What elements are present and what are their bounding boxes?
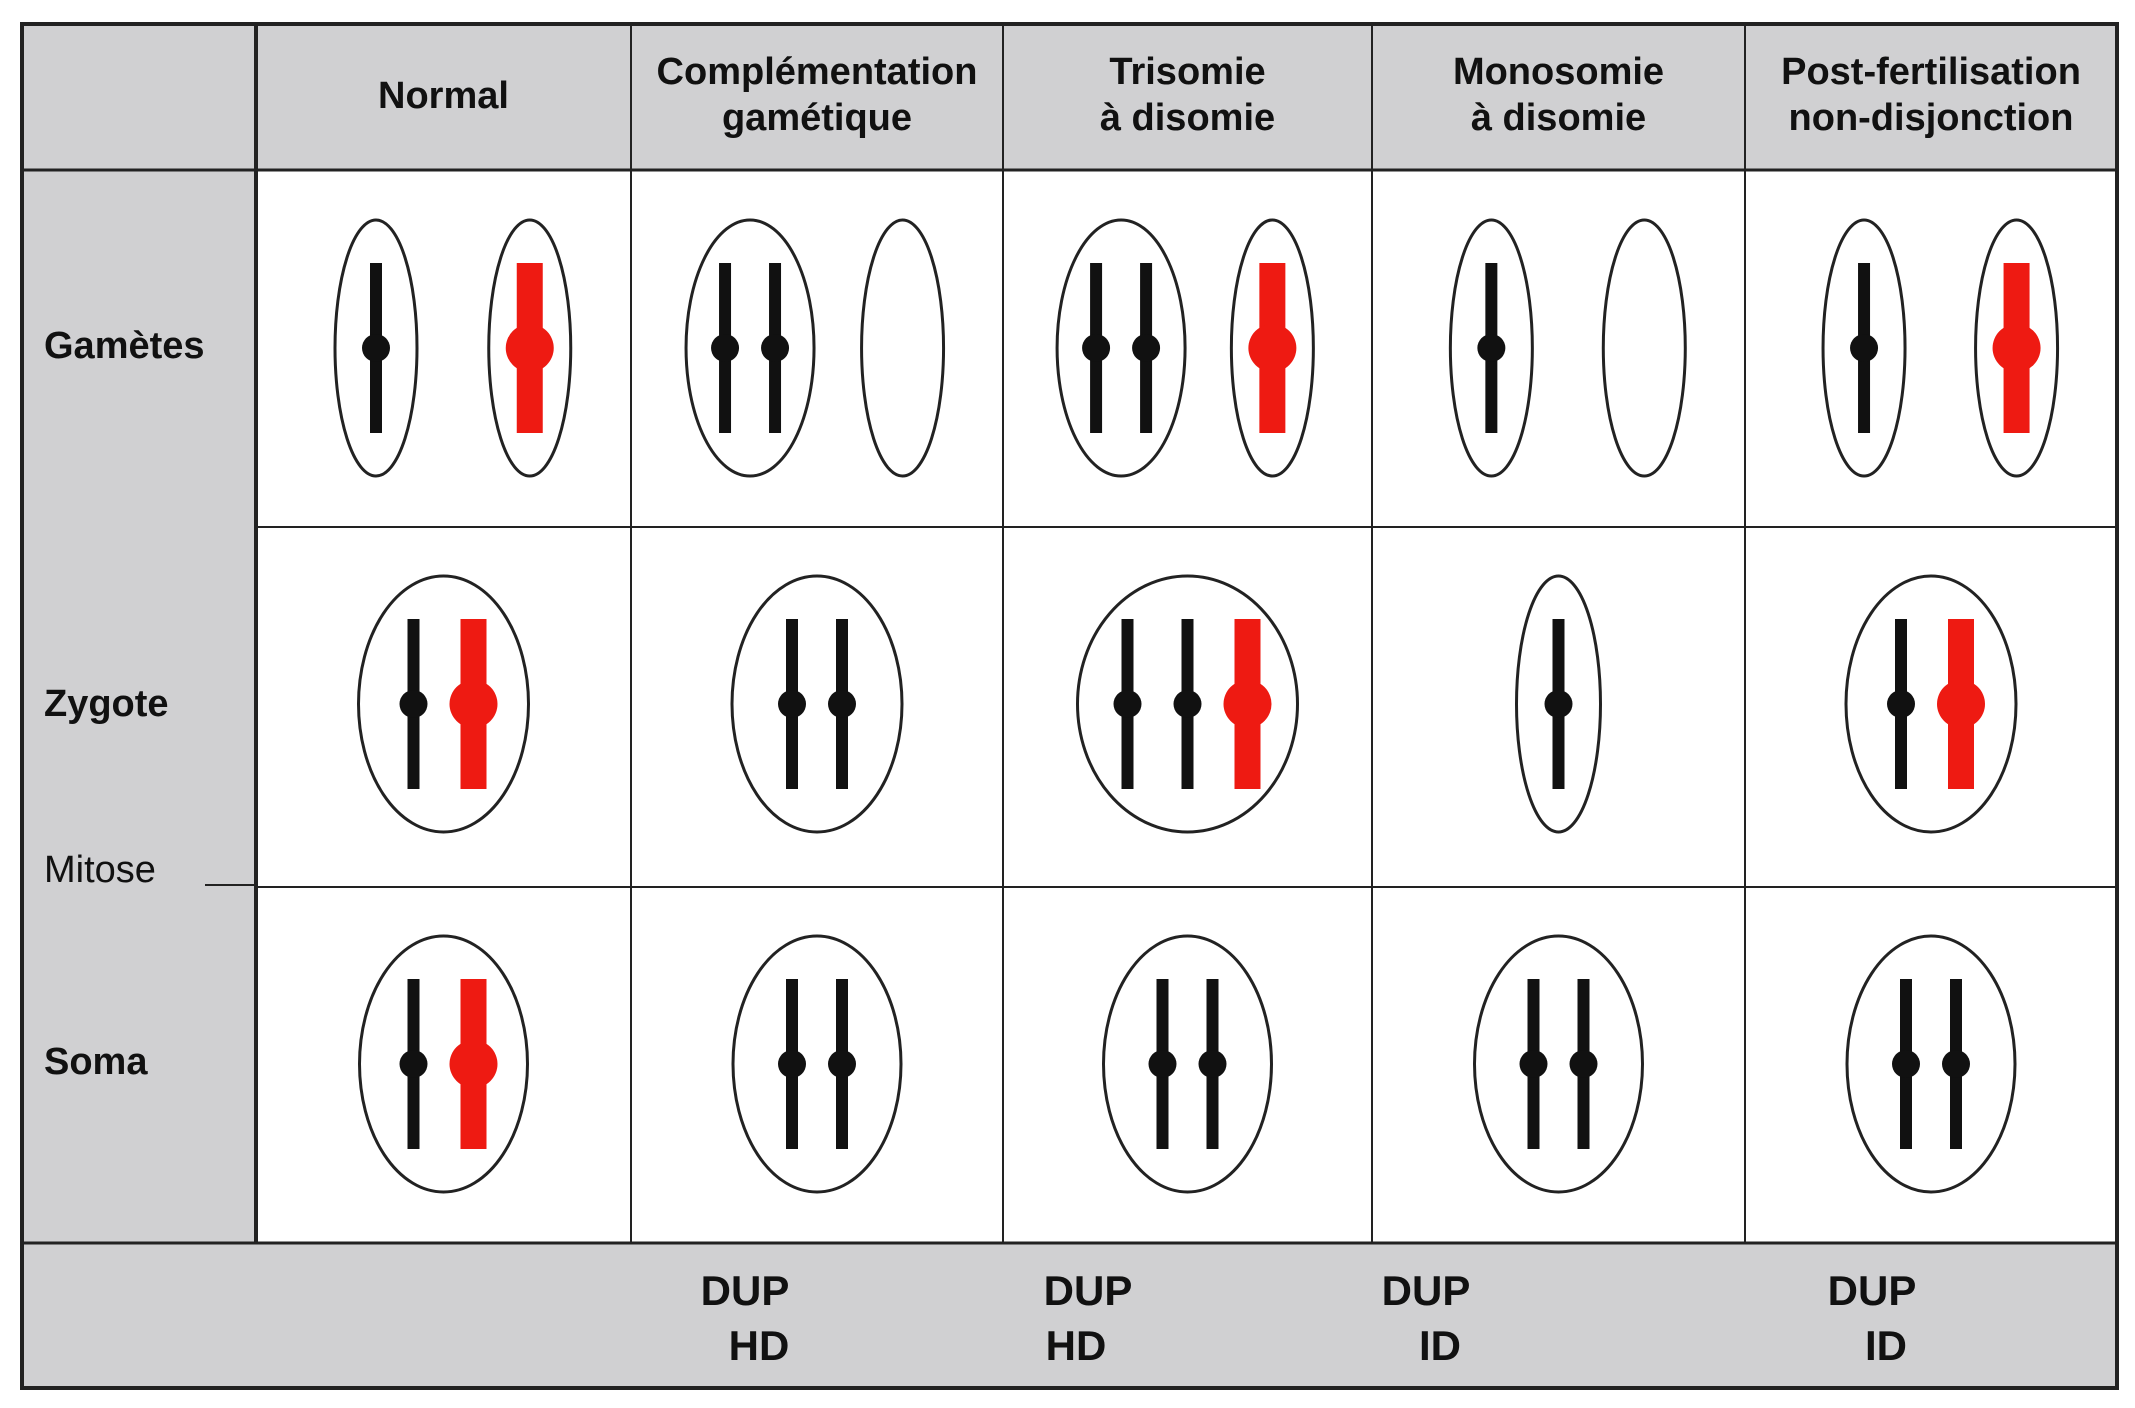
zygote-red-chromosome (1937, 619, 1985, 789)
zygote-monosomie (1515, 574, 1602, 834)
table-border (20, 22, 2119, 1390)
soma-cell (1473, 934, 1644, 1194)
gametes-complementation (684, 218, 946, 478)
footer-label-complementation: DUP (701, 1267, 790, 1314)
soma-monosomie (1473, 934, 1644, 1194)
zygote-red-chromosome (1223, 619, 1272, 789)
footer-sublabel-complementation: HD (729, 1322, 790, 1369)
footer-label-monosomie: DUP (1382, 1267, 1471, 1314)
gamete-red-chromosome (1992, 263, 2041, 433)
gamete-black-chromosome (362, 263, 390, 433)
zygote-black-chromosome (778, 619, 806, 789)
gamete-cell (860, 218, 946, 478)
zygote-cell (1076, 574, 1299, 834)
zygote-cell (1515, 574, 1602, 834)
gamete-cell (333, 218, 419, 478)
soma-cell (358, 934, 529, 1194)
gamete-cell (1974, 218, 2060, 478)
zygote-complementation (730, 574, 904, 834)
soma-red-chromosome (449, 979, 498, 1149)
footer-sublabel-post-fertilisation: ID (1865, 1322, 1907, 1369)
soma-black-chromosome (1892, 979, 1920, 1149)
soma-normal (358, 934, 529, 1194)
gamete-cell (487, 218, 573, 478)
footer-sublabel-trisomie: HD (1046, 1322, 1107, 1369)
column-header-monosomie: Monosomie (1453, 51, 1664, 93)
gametes-trisomie (1055, 218, 1315, 478)
row-label-soma: Soma (44, 1041, 148, 1083)
gametes-post-fertilisation (1821, 218, 2060, 478)
zygote-cell (357, 574, 530, 834)
soma-cell (1102, 934, 1273, 1194)
gamete-cell (1055, 218, 1187, 478)
zygote-black-chromosome (1887, 619, 1915, 789)
zygote-trisomie (1076, 574, 1299, 834)
gamete-cell (684, 218, 816, 478)
soma-black-chromosome (1198, 979, 1227, 1149)
gamete-black-chromosome (1850, 263, 1879, 433)
gamete-red-chromosome (505, 263, 554, 433)
zygote-normal (357, 574, 530, 834)
soma-black-chromosome (1519, 979, 1548, 1149)
zygote-red-chromosome (449, 619, 498, 789)
gamete-black-chromosome (1477, 263, 1506, 433)
row-label-mitose: Mitose (44, 849, 156, 891)
column-header-post-fertilisation: non-disjonction (1789, 97, 2074, 139)
soma-cell (731, 934, 903, 1194)
gamete-black-chromosome (761, 263, 790, 433)
footer-label-post-fertilisation: DUP (1828, 1267, 1917, 1314)
soma-black-chromosome (1569, 979, 1598, 1149)
gamete-cell (1821, 218, 1907, 478)
soma-black-chromosome (828, 979, 856, 1149)
soma-black-chromosome (1148, 979, 1177, 1149)
zygote-cell (730, 574, 904, 834)
gamete-cell (1448, 218, 1534, 478)
column-header-trisomie: à disomie (1100, 97, 1275, 139)
gamete-red-chromosome (1248, 263, 1297, 433)
footer-label-trisomie: DUP (1044, 1267, 1133, 1314)
column-header-normal: Normal (378, 75, 509, 117)
gamete-cell (1229, 218, 1315, 478)
column-header-complementation: gamétique (722, 97, 912, 139)
column-header-post-fertilisation: Post-fertilisation (1781, 51, 2081, 93)
footer-sublabel-monosomie: ID (1419, 1322, 1461, 1369)
zygote-black-chromosome (399, 619, 428, 789)
gamete-cell (1601, 218, 1687, 478)
soma-post-fertilisation (1845, 934, 2017, 1194)
zygote-post-fertilisation (1844, 574, 2018, 834)
zygote-cell (1844, 574, 2018, 834)
zygote-black-chromosome (1544, 619, 1573, 789)
gamete-black-chromosome (1082, 263, 1111, 433)
zygote-black-chromosome (1113, 619, 1142, 789)
gamete-black-chromosome (711, 263, 740, 433)
soma-black-chromosome (778, 979, 806, 1149)
row-label-gametes: Gamètes (44, 325, 205, 367)
gamete-black-chromosome (1132, 263, 1161, 433)
row-label-zygote: Zygote (44, 683, 169, 725)
soma-black-chromosome (399, 979, 428, 1149)
gametes-monosomie (1448, 218, 1687, 478)
column-header-monosomie: à disomie (1471, 97, 1646, 139)
zygote-black-chromosome (1173, 619, 1202, 789)
column-header-trisomie: Trisomie (1109, 51, 1265, 93)
gametes-normal (333, 218, 573, 478)
soma-black-chromosome (1942, 979, 1970, 1149)
soma-trisomie (1102, 934, 1273, 1194)
zygote-black-chromosome (828, 619, 856, 789)
soma-complementation (731, 934, 903, 1194)
column-header-complementation: Complémentation (657, 51, 978, 93)
soma-cell (1845, 934, 2017, 1194)
